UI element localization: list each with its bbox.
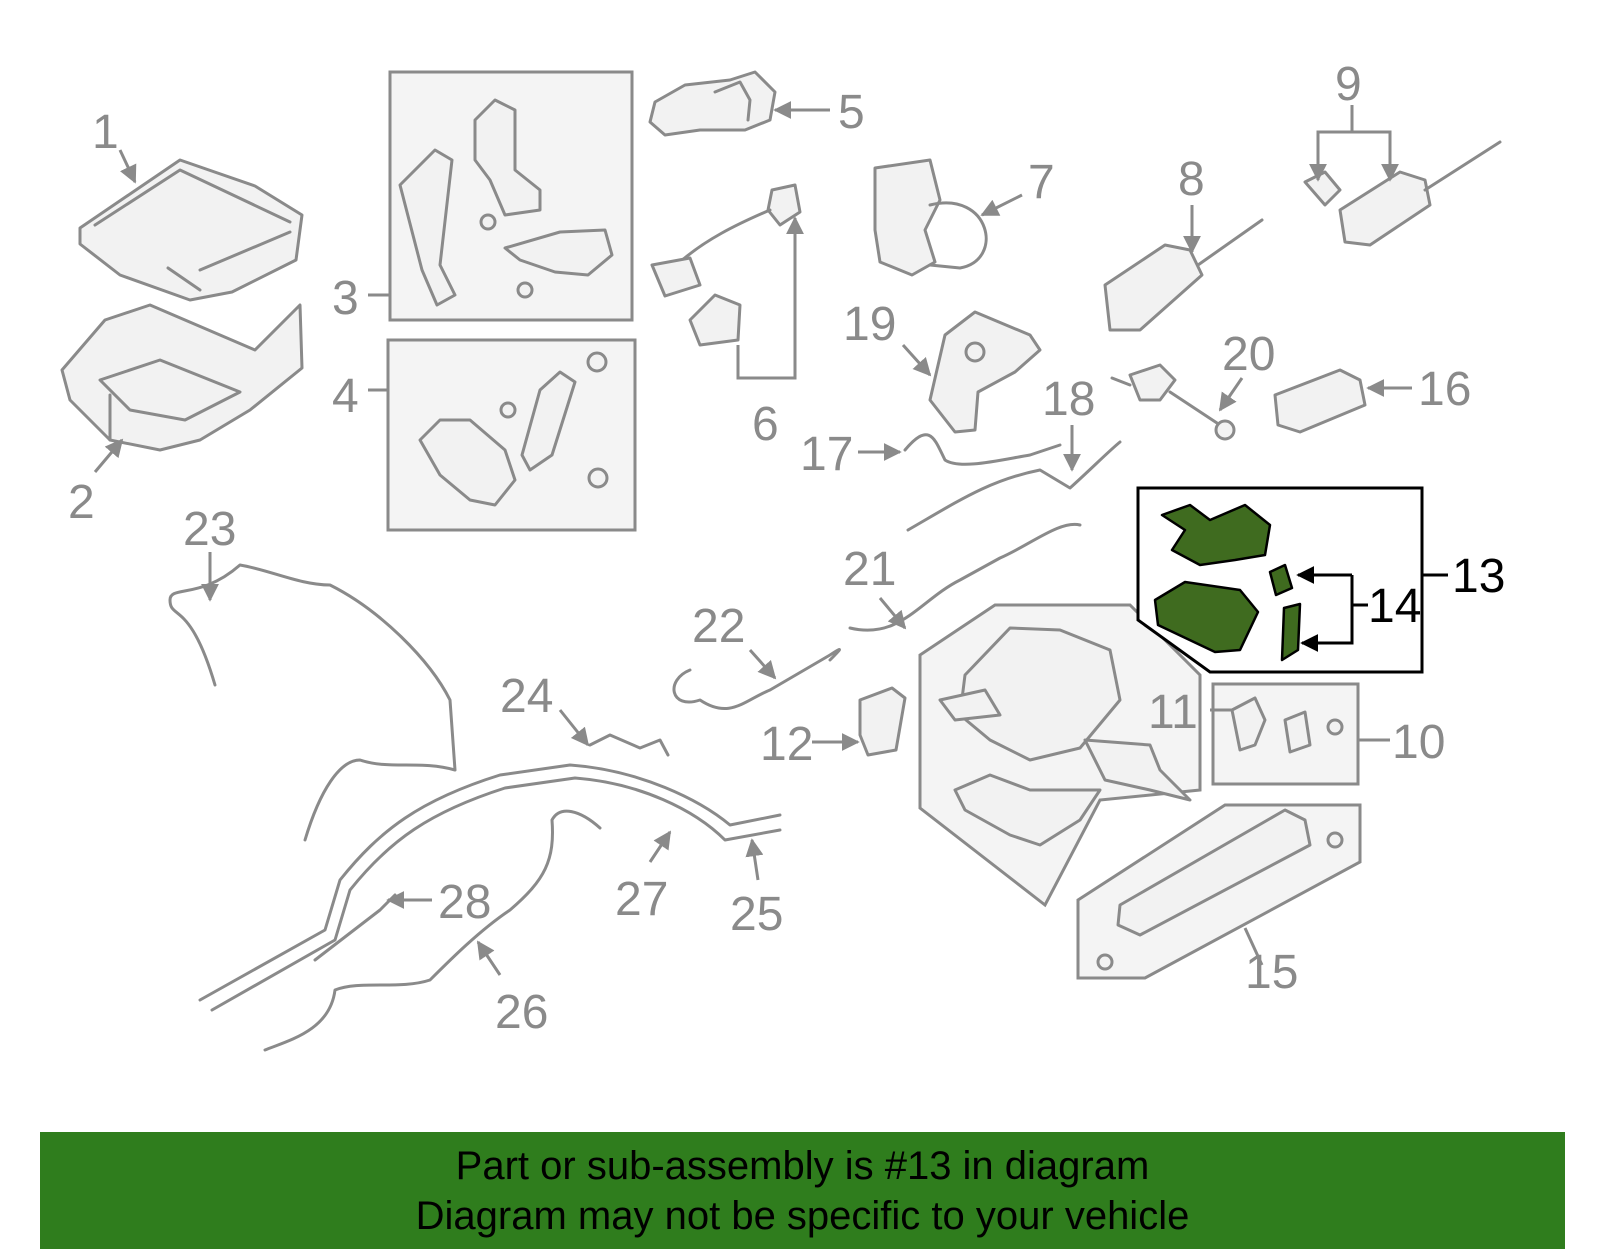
part-13-valve-block[interactable]	[1153, 503, 1302, 662]
part-15-reservoir[interactable]	[1096, 808, 1344, 971]
callout-3[interactable]: 3	[332, 272, 359, 325]
callout-12[interactable]: 12	[760, 718, 813, 771]
banner-line-part: Part or sub-assembly is #13 in diagram	[455, 1143, 1150, 1188]
callout-27[interactable]: 27	[615, 873, 668, 926]
callout-18[interactable]: 18	[1042, 373, 1095, 426]
part-3-level-sensor[interactable]	[398, 98, 614, 307]
callout-24[interactable]: 24	[500, 670, 553, 723]
part-2-bracket[interactable]	[60, 303, 304, 452]
callout-11[interactable]: 11	[1148, 686, 1198, 739]
callout-21[interactable]: 21	[843, 543, 896, 596]
callout-9[interactable]: 9	[1335, 58, 1362, 111]
part-4-level-sensor[interactable]	[418, 351, 609, 507]
part-26-line[interactable]	[263, 809, 602, 1052]
part-5-connector[interactable]	[648, 70, 777, 137]
callout-14[interactable]: 14	[1368, 580, 1421, 633]
part-20-sensor[interactable]	[1110, 363, 1236, 441]
part-16-filter[interactable]	[1273, 368, 1367, 434]
part-23-line[interactable]	[168, 563, 457, 842]
callout-1[interactable]: 1	[92, 106, 119, 159]
callout-15[interactable]: 15	[1245, 946, 1298, 999]
part-12-bracket[interactable]	[858, 686, 907, 757]
part-24-line[interactable]	[588, 733, 670, 757]
callout-5[interactable]: 5	[838, 86, 865, 139]
leader-lines	[93, 101, 1448, 976]
callout-17[interactable]: 17	[800, 428, 853, 481]
part-7-valve[interactable]	[873, 158, 988, 277]
part-22-line[interactable]	[672, 648, 841, 711]
part-21-line[interactable]	[848, 522, 1082, 632]
part-1-control-module[interactable]	[78, 158, 304, 302]
callout-22[interactable]: 22	[692, 600, 745, 653]
callout-13[interactable]: 13	[1452, 550, 1505, 603]
part-25-line[interactable]	[210, 776, 782, 1012]
callout-2[interactable]: 2	[68, 476, 95, 529]
part-27-line-bundle[interactable]	[198, 763, 782, 1002]
part-9-connector-set[interactable]	[1303, 140, 1502, 247]
part-compressor-assembly[interactable]	[938, 626, 1192, 847]
callout-8[interactable]: 8	[1178, 153, 1205, 206]
part-8-connector[interactable]	[1103, 218, 1264, 332]
callout-16[interactable]: 16	[1418, 363, 1471, 416]
part-10-mount-kit[interactable]	[1283, 710, 1344, 754]
info-banner: Part or sub-assembly is #13 in diagram D…	[40, 1132, 1565, 1249]
part-18-harness[interactable]	[906, 440, 1122, 532]
callout-19[interactable]: 19	[843, 298, 896, 351]
part-11-mount[interactable]	[1230, 696, 1267, 752]
callout-7[interactable]: 7	[1028, 156, 1055, 209]
callout-labels: 1 2 3 4 5 6 7 8 9 10 11 12 13 14 15 16 1…	[68, 58, 1505, 1039]
callout-23[interactable]: 23	[183, 503, 236, 556]
callout-10[interactable]: 10	[1392, 716, 1445, 769]
part-17-line[interactable]	[903, 433, 1062, 466]
callout-26[interactable]: 26	[495, 986, 548, 1039]
callout-28[interactable]: 28	[438, 876, 491, 929]
part-6-sensor-harness[interactable]	[650, 183, 802, 347]
part-19-valve-bracket[interactable]	[928, 310, 1042, 434]
banner-line-disclaimer: Diagram may not be specific to your vehi…	[415, 1193, 1190, 1238]
callout-4[interactable]: 4	[332, 370, 359, 423]
callout-20[interactable]: 20	[1222, 328, 1275, 381]
callout-6[interactable]: 6	[752, 398, 779, 451]
callout-25[interactable]: 25	[730, 888, 783, 941]
